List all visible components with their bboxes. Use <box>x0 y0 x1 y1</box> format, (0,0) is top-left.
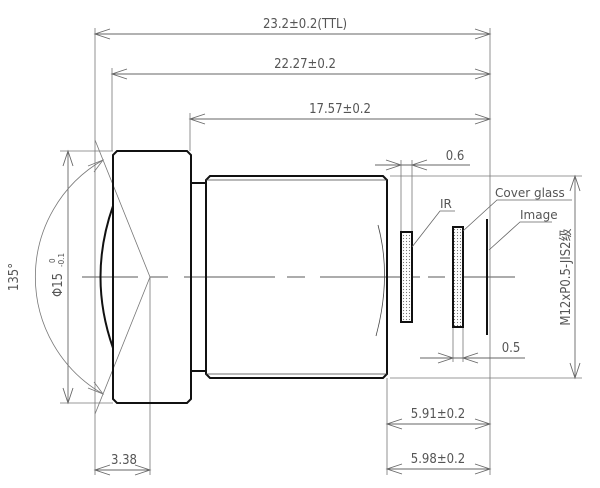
dim-ir-thickness: 0.6 <box>446 149 465 164</box>
dim-cover-glass-thickness: 0.5 <box>502 341 521 356</box>
svg-text:135°: 135° <box>7 263 22 291</box>
dim-barrel-length: 17.57±0.2 <box>309 102 371 117</box>
dim-ttl: 23.2±0.2(TTL) <box>263 17 347 32</box>
extension-lines <box>60 28 582 475</box>
svg-text:-0.1: -0.1 <box>57 253 66 267</box>
lens-body <box>99 150 388 404</box>
barrel-thread-lines <box>206 179 387 375</box>
ir-filter <box>400 231 413 323</box>
dimension-lines <box>62 28 581 476</box>
fov-angle-label: 135° <box>7 263 22 291</box>
label-cover-glass: Cover glass <box>495 186 565 200</box>
fov-angle-arc <box>34 139 151 415</box>
dim-front-protrusion: 3.38 <box>111 453 137 468</box>
dim-back-focal-1: 5.91±0.2 <box>411 407 465 422</box>
dim-flange-length: 22.27±0.2 <box>274 57 336 72</box>
dim-back-focal-2: 5.98±0.2 <box>411 452 465 467</box>
thread-label: M12xP0.5-JIS2级 <box>559 228 574 325</box>
svg-text:Φ15: Φ15 <box>51 273 66 297</box>
label-image: Image <box>520 208 558 222</box>
svg-text:M12xP0.5-JIS2级: M12xP0.5-JIS2级 <box>559 228 574 325</box>
label-ir: IR <box>440 197 452 211</box>
leader-lines <box>411 199 572 251</box>
svg-text:0: 0 <box>48 258 57 263</box>
front-diameter-label: Φ15 0 -0.1 <box>48 253 66 297</box>
cover-glass <box>452 226 464 328</box>
